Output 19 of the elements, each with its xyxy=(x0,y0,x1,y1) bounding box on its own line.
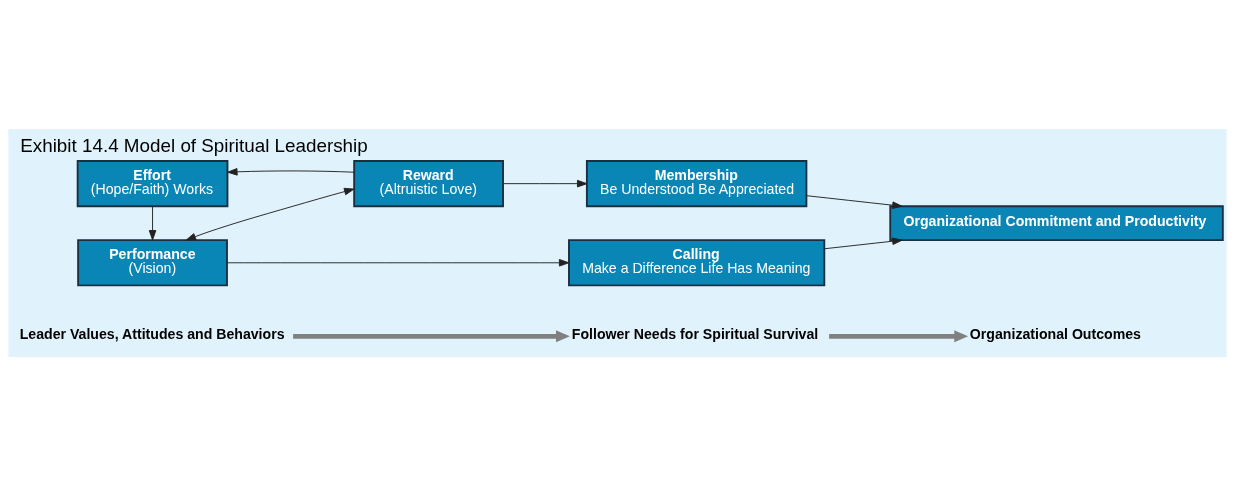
arrow xyxy=(226,259,570,267)
arrow xyxy=(293,330,570,343)
arrow xyxy=(823,237,903,250)
arrow xyxy=(148,206,157,241)
arrow xyxy=(227,168,355,176)
node-box: Effort (Hope/Faith) Works xyxy=(76,160,229,208)
node-text: Leader Values, Attitudes and Behaviors xyxy=(19,325,285,342)
arrow xyxy=(806,195,903,209)
node-box: Performance (Vision) xyxy=(77,239,228,287)
diagram-title: Exhibit 14.4 Model of Spiritual Leadership xyxy=(20,134,368,156)
node-text: Organizational Outcomes xyxy=(969,325,1141,342)
node-text: Follower Needs for Spiritual Survival xyxy=(571,325,819,342)
arrow xyxy=(502,179,588,188)
node-box: Membership Be Understood Be Appreciated xyxy=(585,160,808,208)
node-box: Organizational Commitment and Productivity xyxy=(889,205,1224,242)
node-box: Reward (Altruistic Love) xyxy=(353,160,504,208)
arrow xyxy=(185,187,355,241)
arrow xyxy=(829,330,969,343)
node-box: Calling Make a Difference Life Has Meaning xyxy=(568,239,826,287)
